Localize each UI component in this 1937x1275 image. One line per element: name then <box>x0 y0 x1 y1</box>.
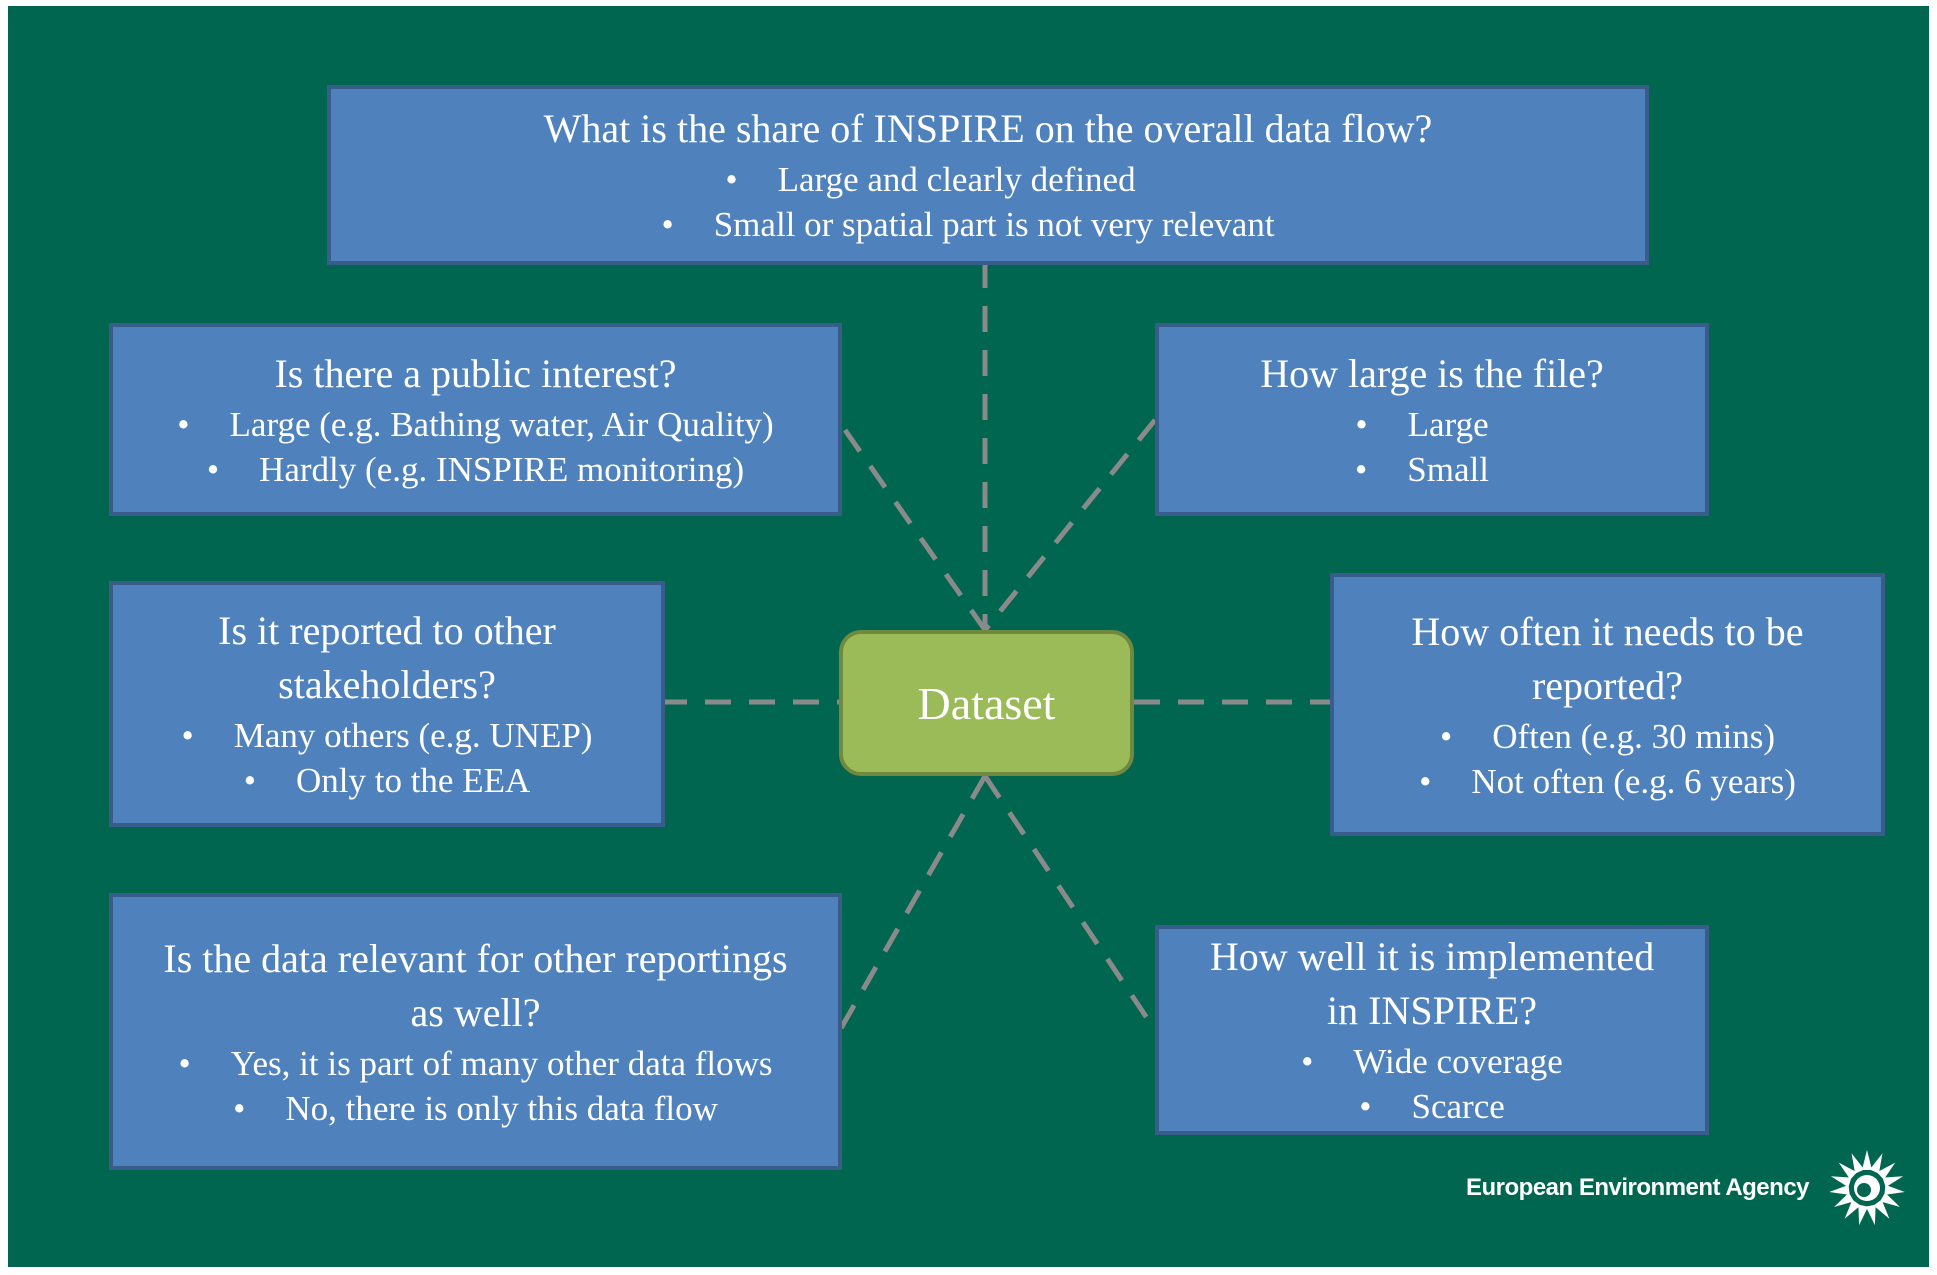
bullet: • <box>1419 761 1432 801</box>
node-question: as well? <box>410 989 541 1035</box>
node-option: •Hardly (e.g. INSPIRE monitoring) <box>207 447 744 492</box>
node-question: reported? <box>1531 662 1683 708</box>
bullet: • <box>1355 404 1368 444</box>
bullet: • <box>1439 716 1453 756</box>
eea-logo-text: European Environment Agency <box>1466 1174 1810 1201</box>
node-frequency: How often it needs to be reported? •Ofte… <box>1330 573 1885 836</box>
bullet: • <box>206 449 220 489</box>
bullet: • <box>1355 449 1368 489</box>
node-other-reportings: Is the data relevant for other reporting… <box>109 893 842 1170</box>
node-option: •Often (e.g. 30 mins) <box>1440 714 1775 759</box>
bullet: • <box>177 404 190 444</box>
node-option: •Large (e.g. Bathing water, Air Quality) <box>177 402 773 447</box>
node-question: How large is the file? <box>1260 350 1604 396</box>
node-share: What is the share of INSPIRE on the over… <box>327 85 1649 265</box>
center-node-dataset: Dataset <box>839 630 1134 776</box>
node-option: •Large <box>1355 402 1488 447</box>
bullet: • <box>1301 1042 1314 1081</box>
node-option: •Large and clearly defined <box>725 157 1135 202</box>
node-implementation: How well it is implemented in INSPIRE? •… <box>1155 925 1709 1135</box>
node-question: How well it is implemented <box>1209 934 1655 979</box>
node-option: •Small or spatial part is not very relev… <box>661 202 1274 247</box>
node-option: •Yes, it is part of many other data flow… <box>178 1041 772 1086</box>
bullet: • <box>1359 1087 1372 1126</box>
node-option: •Only to the EEA <box>244 758 531 803</box>
eea-logo: European Environment Agency <box>1466 1148 1907 1228</box>
node-question: Is it reported to other <box>218 608 556 653</box>
node-question: stakeholders? <box>278 662 496 707</box>
bullet: • <box>725 160 738 199</box>
node-question: Is the data relevant for other reporting… <box>163 935 788 981</box>
node-option: •No, there is only this data flow <box>233 1086 718 1131</box>
node-question: What is the share of INSPIRE on the over… <box>543 106 1433 151</box>
bullet: • <box>181 716 194 755</box>
eea-sun-icon <box>1829 1150 1905 1226</box>
node-option: •Scarce <box>1359 1084 1505 1129</box>
bullet: • <box>661 205 674 244</box>
node-question: Is there a public interest? <box>274 350 677 396</box>
node-option: •Not often (e.g. 6 years) <box>1419 759 1796 804</box>
node-public-interest: Is there a public interest? •Large (e.g.… <box>109 323 842 516</box>
bullet: • <box>243 761 256 800</box>
node-option: •Small <box>1355 447 1489 492</box>
bullet: • <box>178 1043 191 1083</box>
node-question: How often it needs to be <box>1411 608 1804 654</box>
node-question: in INSPIRE? <box>1327 988 1537 1033</box>
node-stakeholders: Is it reported to other stakeholders? •M… <box>109 581 665 827</box>
node-option: •Many others (e.g. UNEP) <box>182 713 593 758</box>
node-file-size: How large is the file? •Large •Small <box>1155 323 1709 516</box>
node-option: •Wide coverage <box>1301 1039 1563 1084</box>
bullet: • <box>233 1088 246 1128</box>
